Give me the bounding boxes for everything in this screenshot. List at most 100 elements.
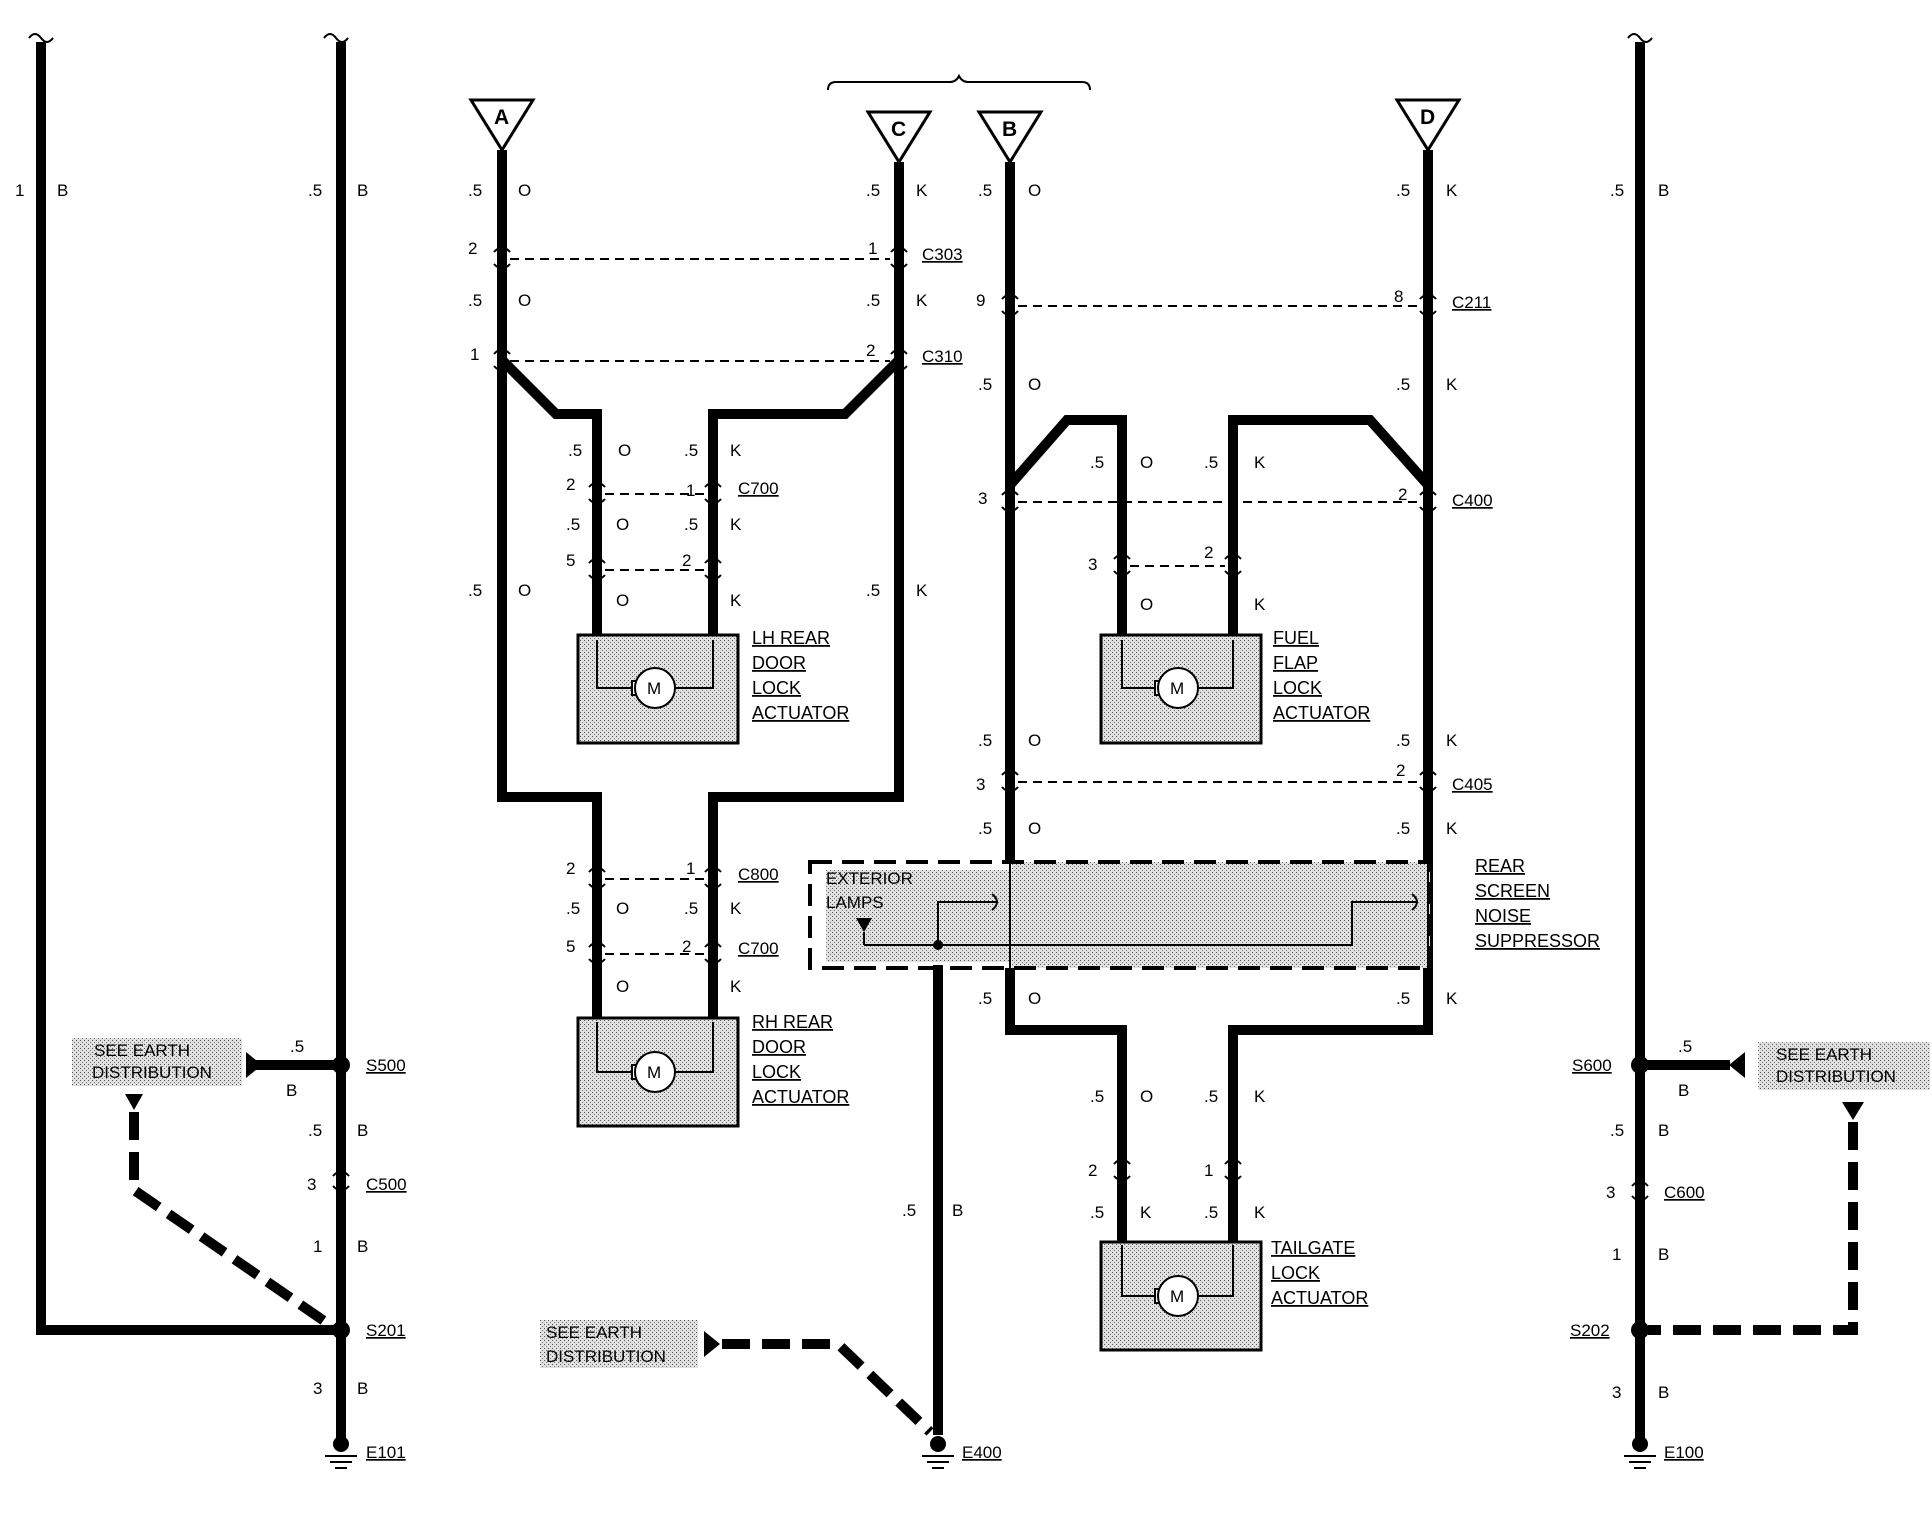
- svg-text:3: 3: [1088, 555, 1097, 574]
- svg-text:.5: .5: [1396, 731, 1410, 750]
- svg-text:.5: .5: [978, 181, 992, 200]
- arrow-icon: [704, 1331, 720, 1357]
- svg-text:3: 3: [976, 775, 985, 794]
- tailgate-label-2: LOCK: [1271, 1263, 1320, 1283]
- svg-text:3: 3: [1612, 1383, 1621, 1402]
- connector-c303-label: C303: [922, 245, 963, 264]
- see-earth-right-line1: SEE EARTH: [1776, 1045, 1872, 1064]
- input-triangle-d: D: [1394, 98, 1462, 153]
- svg-text:.5: .5: [684, 515, 698, 534]
- svg-text:.5: .5: [1090, 1087, 1104, 1106]
- svg-text:K: K: [730, 515, 742, 534]
- suppressor-label-3: NOISE: [1475, 906, 1531, 926]
- svg-text:.5: .5: [1610, 1121, 1624, 1140]
- svg-text:B: B: [1658, 181, 1669, 200]
- svg-text:K: K: [1254, 1087, 1266, 1106]
- arrow-icon: [125, 1094, 143, 1110]
- left-feed-2-size: .5: [308, 181, 322, 200]
- arrow-icon: [1842, 1102, 1864, 1120]
- svg-text:3: 3: [978, 489, 987, 508]
- input-markers: A C B D: [468, 73, 1462, 165]
- svg-text:.5: .5: [1396, 375, 1410, 394]
- right-feed-group: .5 B S600 .5 B SEE EARTH DISTRIBUTION .5…: [1570, 33, 1930, 1469]
- svg-text:5: 5: [566, 551, 575, 570]
- svg-text:.5: .5: [978, 989, 992, 1008]
- svg-text:2: 2: [468, 239, 477, 258]
- rear-screen-noise-suppressor: EXTERIOR LAMPS REAR SCREEN NOISE SUPPRES…: [808, 856, 1600, 970]
- splice-dot: [332, 1321, 350, 1339]
- svg-text:B: B: [952, 1201, 963, 1220]
- arrow-icon: [856, 918, 872, 932]
- splice-dot: [1631, 1321, 1649, 1339]
- svg-text:B: B: [286, 1081, 297, 1100]
- svg-text:O: O: [1140, 595, 1153, 614]
- svg-text:1: 1: [313, 1237, 322, 1256]
- motor-icon: [634, 667, 676, 709]
- svg-text:B: B: [1002, 118, 1017, 141]
- svg-text:O: O: [616, 591, 629, 610]
- svg-text:.5: .5: [978, 375, 992, 394]
- svg-text:.5: .5: [568, 441, 582, 460]
- svg-text:O: O: [616, 899, 629, 918]
- svg-text:.5: .5: [308, 1121, 322, 1140]
- arrow-icon: [246, 1052, 262, 1078]
- splice-s201-label: S201: [366, 1321, 406, 1340]
- svg-text:M: M: [647, 1063, 661, 1082]
- svg-text:.5: .5: [468, 181, 482, 200]
- see-earth-left-line1: SEE EARTH: [94, 1041, 190, 1060]
- svg-text:B: B: [357, 1121, 368, 1140]
- motor-icon: [634, 1051, 676, 1093]
- svg-text:1: 1: [470, 345, 479, 364]
- brace-icon: [827, 73, 1091, 91]
- lh-rear-label-4: ACTUATOR: [752, 703, 849, 723]
- earth-e100-label: E100: [1664, 1443, 1704, 1462]
- svg-text:B: B: [357, 1237, 368, 1256]
- svg-text:3: 3: [1606, 1183, 1615, 1202]
- connector-c700-top-label: C700: [738, 479, 779, 498]
- earth-icon: [325, 1436, 357, 1469]
- connector-c600-label: C600: [1664, 1183, 1705, 1202]
- svg-text:9: 9: [976, 291, 985, 310]
- svg-text:K: K: [1140, 1203, 1152, 1222]
- svg-text:.5: .5: [866, 291, 880, 310]
- svg-text:.5: .5: [1396, 181, 1410, 200]
- svg-text:O: O: [1028, 375, 1041, 394]
- fuel-flap-lock-actuator: M FUEL FLAP LOCK ACTUATOR: [1099, 628, 1370, 745]
- left-feed-1-size: 1: [15, 181, 24, 200]
- left-feed-2-color: B: [357, 181, 368, 200]
- splice-s500-group: SEE EARTH DISTRIBUTION .5 B S500 .5 B 3 …: [72, 1037, 407, 1469]
- svg-text:K: K: [916, 181, 928, 200]
- svg-text:.5: .5: [1090, 453, 1104, 472]
- svg-text:.5: .5: [1610, 181, 1624, 200]
- svg-text:K: K: [1446, 375, 1458, 394]
- svg-text:C: C: [891, 118, 906, 141]
- svg-text:2: 2: [1088, 1161, 1097, 1180]
- rh-rear-door-lock-actuator: M RH REAR DOOR LOCK ACTUATOR: [576, 1012, 849, 1128]
- svg-text:8: 8: [1394, 287, 1403, 306]
- svg-text:B: B: [1658, 1245, 1669, 1264]
- exterior-lamps-label-1: EXTERIOR: [826, 869, 913, 888]
- svg-text:.5: .5: [566, 515, 580, 534]
- svg-text:B: B: [1658, 1383, 1669, 1402]
- svg-text:2: 2: [866, 341, 875, 360]
- svg-text:K: K: [1254, 1203, 1266, 1222]
- svg-text:.5: .5: [1204, 1203, 1218, 1222]
- svg-text:.5: .5: [566, 899, 580, 918]
- tailgate-lock-actuator: M TAILGATE LOCK ACTUATOR: [1099, 1175, 1368, 1352]
- lh-rear-label-1: LH REAR: [752, 628, 830, 648]
- earth-e400-group: .5 B SEE EARTH DISTRIBUTION E400: [540, 965, 1002, 1469]
- fuel-flap-label-1: FUEL: [1273, 628, 1319, 648]
- exterior-lamps-label-2: LAMPS: [826, 893, 884, 912]
- svg-text:K: K: [1446, 181, 1458, 200]
- svg-text:1: 1: [686, 481, 695, 500]
- left-feed-1-color: B: [57, 181, 68, 200]
- suppressor-label-4: SUPPRESSOR: [1475, 931, 1600, 951]
- fuel-flap-label-2: FLAP: [1273, 653, 1318, 673]
- svg-text:K: K: [730, 591, 742, 610]
- rh-rear-label-4: ACTUATOR: [752, 1087, 849, 1107]
- svg-text:K: K: [730, 977, 742, 996]
- svg-text:1: 1: [868, 239, 877, 258]
- svg-text:K: K: [1446, 989, 1458, 1008]
- svg-text:K: K: [1446, 731, 1458, 750]
